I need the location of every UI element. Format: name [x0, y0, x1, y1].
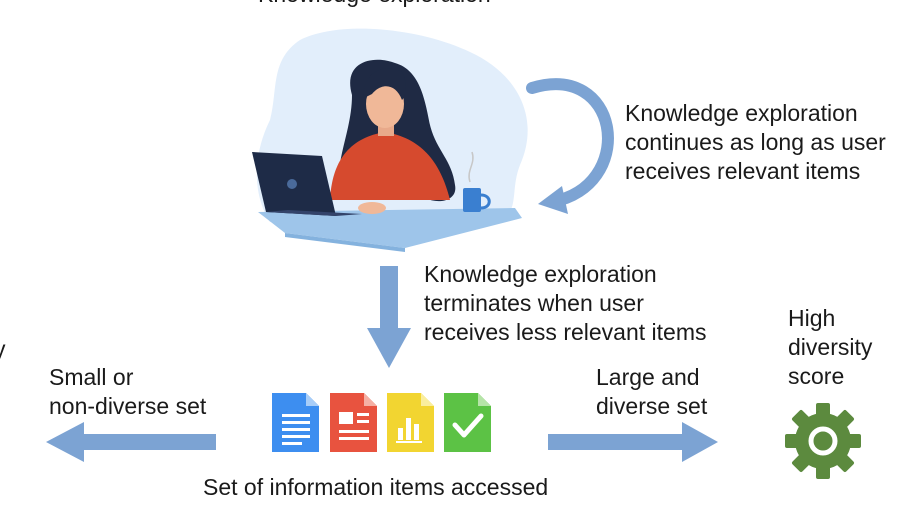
left-caption-fragment: y — [0, 335, 6, 364]
chart-document-icon — [387, 393, 434, 452]
small-set-label-line: Small or — [49, 364, 134, 390]
large-set-label-line: Large and — [596, 364, 700, 390]
small-set-label-line: non-diverse set — [49, 393, 207, 419]
high-score-label: High diversity score — [788, 304, 872, 391]
right-arrow — [548, 422, 718, 462]
terminate-label-line: Knowledge exploration — [424, 261, 657, 287]
loop-arrow — [526, 78, 614, 214]
left-arrow — [46, 422, 216, 462]
top-caption-fragment: Knowledge exploration — [258, 0, 491, 9]
loop-label-line: Knowledge exploration — [625, 100, 858, 126]
small-set-label: Small or non-diverse set — [49, 363, 206, 421]
loop-label-line: continues as long as user — [625, 129, 886, 155]
down-arrow — [367, 266, 411, 368]
high-score-label-line: diversity — [788, 334, 873, 360]
large-set-label: Large and diverse set — [596, 363, 707, 421]
loop-label-line: receives relevant items — [625, 158, 861, 184]
layout-document-icon — [330, 393, 377, 452]
loop-label: Knowledge exploration continues as long … — [625, 99, 886, 186]
text-document-icon — [272, 393, 319, 452]
terminate-label-line: terminates when user — [424, 290, 644, 316]
terminate-label: Knowledge exploration terminates when us… — [424, 260, 707, 347]
large-set-label-line: diverse set — [596, 393, 708, 419]
check-document-icon — [444, 393, 491, 452]
high-score-label-line: High — [788, 305, 836, 331]
high-score-label-line: score — [788, 363, 845, 389]
items-caption: Set of information items accessed — [203, 474, 549, 500]
user-illustration — [252, 28, 528, 252]
terminate-label-line: receives less relevant items — [424, 319, 707, 345]
gear-icon — [785, 403, 861, 479]
